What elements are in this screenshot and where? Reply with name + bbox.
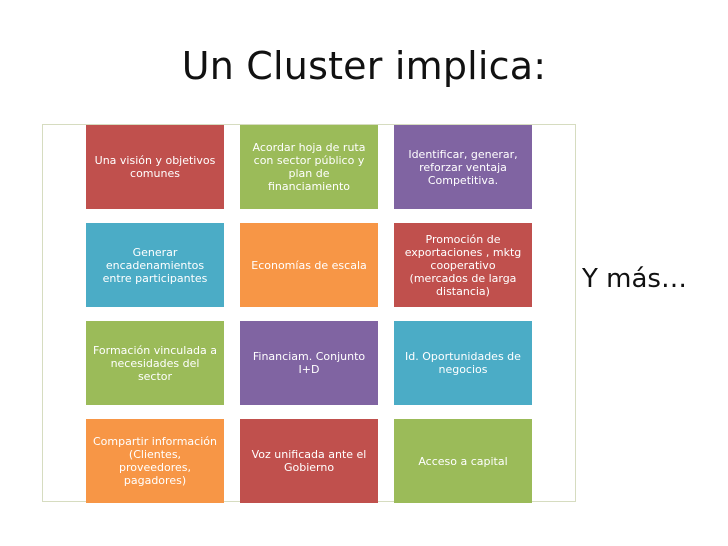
tile-label: Compartir información (Clientes, proveed…	[93, 435, 217, 487]
slide-title: Un Cluster implica:	[181, 44, 547, 88]
tile-label: Generar encadenamientos entre participan…	[102, 245, 208, 285]
tile-information-sharing: Compartir información (Clientes, proveed…	[86, 419, 224, 503]
tile-label: Acordar hoja de ruta con sector público …	[252, 141, 366, 193]
tile-joint-rnd: Financiam. Conjunto I+D	[240, 321, 378, 405]
tile-label: Identificar, generar, reforzar ventaja C…	[408, 147, 518, 187]
tile-unified-voice: Voz unificada ante el Gobierno	[240, 419, 378, 503]
tile-label: Una visión y objetivos comunes	[94, 154, 216, 180]
tile-training: Formación vinculada a necesidades del se…	[86, 321, 224, 405]
tile-capital-access: Acceso a capital	[394, 419, 532, 503]
tile-linkages: Generar encadenamientos entre participan…	[86, 223, 224, 307]
tile-label: Promoción de exportaciones , mktg cooper…	[404, 232, 522, 298]
tile-economies-of-scale: Economías de escala	[240, 223, 378, 307]
tile-business-opportunities: Id. Oportunidades de negocios	[394, 321, 532, 405]
side-note: Y más…	[582, 264, 687, 294]
tile-label: Formación vinculada a necesidades del se…	[92, 343, 218, 383]
tile-shared-vision: Una visión y objetivos comunes	[86, 125, 224, 209]
tile-label: Financiam. Conjunto I+D	[252, 350, 366, 376]
tile-label: Economías de escala	[251, 258, 367, 272]
tile-export-promotion: Promoción de exportaciones , mktg cooper…	[394, 223, 532, 307]
tile-label: Acceso a capital	[418, 454, 508, 468]
tile-label: Id. Oportunidades de negocios	[405, 350, 521, 376]
tile-competitive-advantage: Identificar, generar, reforzar ventaja C…	[394, 125, 532, 209]
tile-roadmap: Acordar hoja de ruta con sector público …	[240, 125, 378, 209]
tile-label: Voz unificada ante el Gobierno	[251, 448, 367, 474]
